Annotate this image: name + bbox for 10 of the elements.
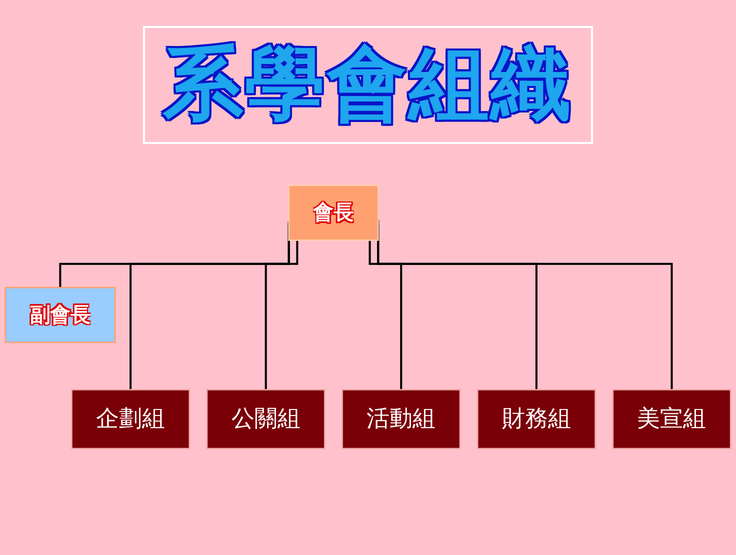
- node-box: 企劃組: [71, 389, 190, 450]
- node-box: 會長: [288, 184, 379, 241]
- node-box: 美宣組: [612, 389, 732, 450]
- node-box: 活動組: [342, 389, 461, 450]
- node-box: 公關組: [206, 389, 326, 450]
- node-box: 財務組: [476, 389, 596, 450]
- connector: [368, 240, 402, 391]
- title: 系學會組織: [143, 26, 593, 144]
- node-box: 副會長: [4, 286, 116, 344]
- connector: [264, 240, 298, 391]
